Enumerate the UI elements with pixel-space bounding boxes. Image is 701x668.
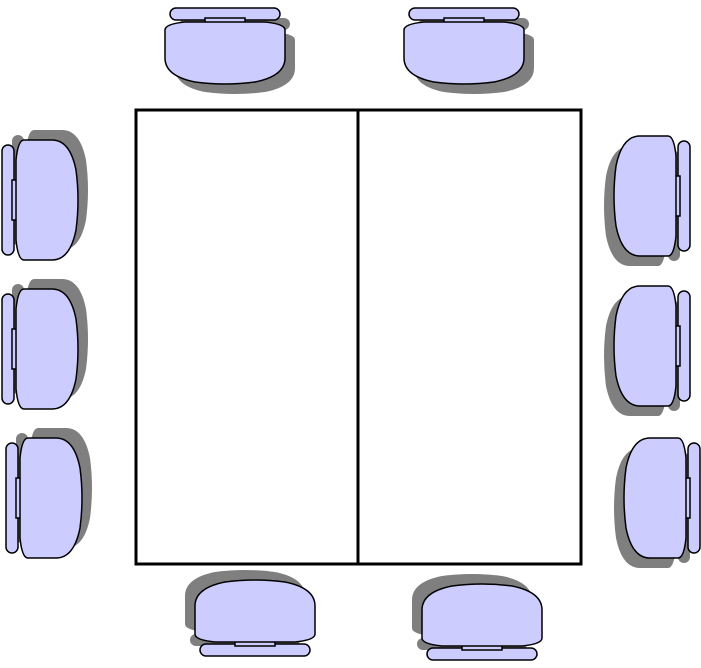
table-right-section <box>356 108 583 566</box>
chair-left-2 <box>1 278 89 410</box>
chair-left-3 <box>5 427 93 559</box>
chair-top-right <box>403 7 535 95</box>
table-left-section <box>134 108 360 566</box>
chair-right-3 <box>613 437 701 569</box>
chair-left-1 <box>1 129 89 261</box>
chair-bottom-right <box>411 573 543 661</box>
conference-table <box>134 108 583 566</box>
chair-right-1 <box>603 135 691 267</box>
chair-top-left <box>164 7 296 95</box>
chair-right-2 <box>603 285 691 417</box>
chair-bottom-left <box>184 569 316 657</box>
